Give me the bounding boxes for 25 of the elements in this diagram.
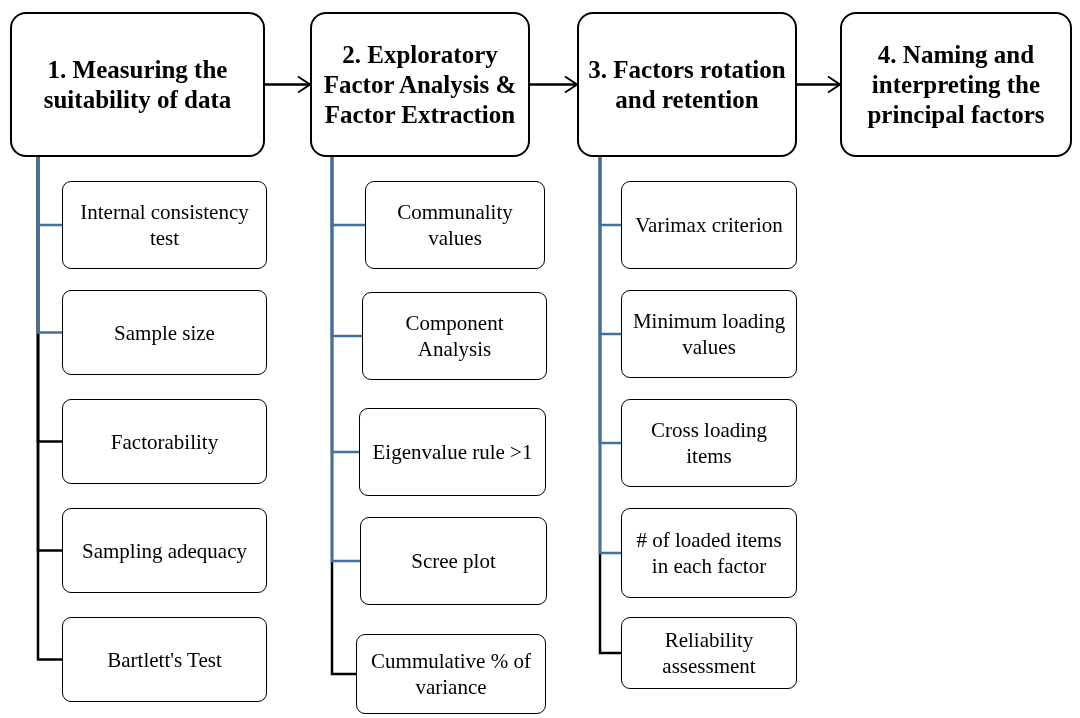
process-box: Bartlett's Test — [62, 617, 267, 702]
process-box: Sample size — [62, 290, 267, 375]
process-box: Reliability assessment — [621, 617, 797, 689]
step-box: 2. Exploratory Factor Analysis & Factor Extraction — [310, 12, 530, 157]
process-box: Communality values — [365, 181, 545, 269]
connector-line — [330, 157, 360, 563]
process-box: Cross loading items — [621, 399, 797, 487]
process-box: Scree plot — [360, 517, 547, 605]
process-box: Factorability — [62, 399, 267, 484]
process-box: Cummulative % of variance — [356, 634, 546, 714]
process-box: Minimum loading values — [621, 290, 797, 378]
connector-line — [36, 157, 62, 334]
process-box: Component Analysis — [362, 292, 547, 380]
arrow — [265, 75, 311, 94]
step-box: 3. Factors rotation and retention — [577, 12, 797, 157]
arrow — [797, 75, 841, 94]
process-box: Eigenvalue rule >1 — [359, 408, 546, 496]
arrow — [530, 75, 578, 94]
process-box: Sampling adequacy — [62, 508, 267, 593]
step-box: 1. Measuring the suitability of data — [10, 12, 265, 157]
process-box: # of loaded items in each factor — [621, 508, 797, 598]
process-box: Internal consistency test — [62, 181, 267, 269]
step-box: 4. Naming and interpreting the principal factors — [840, 12, 1072, 157]
process-box: Varimax criterion — [621, 181, 797, 269]
connector-line — [598, 157, 621, 555]
